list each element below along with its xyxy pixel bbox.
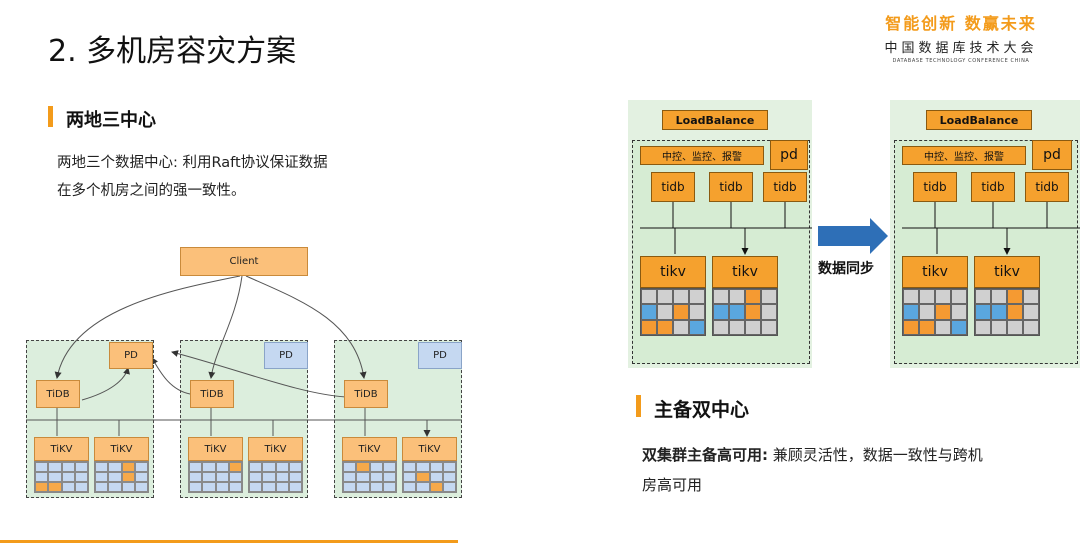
section-title-left: 两地三中心 (66, 110, 156, 131)
tikv-region-grid (342, 461, 397, 493)
tidb-primary-2: tidb (709, 172, 753, 202)
brand-english: DATABASE TECHNOLOGY CONFERENCE CHINA (892, 58, 1030, 64)
tikv-node: TiKV (34, 437, 89, 461)
right-desc-line2: 房高可用 (642, 476, 703, 494)
tikv-region-grid (188, 461, 243, 493)
tikv-node: TiKV (248, 437, 303, 461)
section-marker (48, 106, 53, 127)
tidb-standby-1: tidb (913, 172, 957, 202)
pd-node-2: PD (264, 342, 308, 369)
right-desc-bold: 双集群主备高可用: (642, 446, 768, 464)
tikv-standby-1: tikv (902, 256, 968, 288)
tikv-node: TiKV (402, 437, 457, 461)
client-node: Client (180, 247, 308, 276)
conference-brand: 智能创新 数赢未来 中国数据库技术大会 DATABASE TECHNOLOGY … (876, 10, 1046, 64)
tidb-node-1: TiDB (36, 380, 80, 408)
pd-leader-node: PD (109, 342, 153, 369)
tidb-standby-2: tidb (971, 172, 1015, 202)
tikv-standby-2: tikv (974, 256, 1040, 288)
left-description: 两地三个数据中心: 利用Raft协议保证数据 在多个机房之间的强一致性。 (57, 149, 328, 205)
tikv-primary-1: tikv (640, 256, 706, 288)
tidb-standby-3: tidb (1025, 172, 1069, 202)
tikv-node: TiKV (94, 437, 149, 461)
tidb-node-3: TiDB (344, 380, 388, 408)
left-desc-line1: 两地三个数据中心: 利用Raft协议保证数据 (57, 155, 328, 171)
tikv-region-grid (902, 288, 968, 336)
section-marker (636, 395, 641, 417)
tidb-primary-1: tidb (651, 172, 695, 202)
pd-node-3: PD (418, 342, 462, 369)
tidb-node-2: TiDB (190, 380, 234, 408)
data-sync-label: 数据同步 (818, 261, 874, 277)
tikv-region-grid (402, 461, 457, 493)
footer-accent-bar (0, 540, 458, 543)
pd-primary: pd (770, 140, 808, 170)
tikv-region-grid (712, 288, 778, 336)
tikv-region-grid (248, 461, 303, 493)
tikv-node: TiKV (342, 437, 397, 461)
left-desc-line2: 在多个机房之间的强一致性。 (57, 183, 246, 199)
tikv-region-grid (94, 461, 149, 493)
right-description: 双集群主备高可用: 兼顾灵活性，数据一致性与跨机 房高可用 (642, 440, 983, 500)
tikv-region-grid (974, 288, 1040, 336)
tidb-primary-3: tidb (763, 172, 807, 202)
load-balance-primary: LoadBalance (662, 110, 768, 130)
tikv-node: TiKV (188, 437, 243, 461)
pd-standby: pd (1032, 140, 1072, 170)
brand-name: 中国数据库技术大会 (884, 41, 1038, 56)
tikv-region-grid (640, 288, 706, 336)
tikv-primary-2: tikv (712, 256, 778, 288)
control-monitor-alert-standby: 中控、监控、报警 (902, 146, 1026, 165)
page-title: 2. 多机房容灾方案 (48, 34, 297, 69)
section-title-right: 主备双中心 (654, 399, 750, 421)
load-balance-standby: LoadBalance (926, 110, 1032, 130)
brand-slogan: 智能创新 数赢未来 (885, 14, 1037, 33)
control-monitor-alert-primary: 中控、监控、报警 (640, 146, 764, 165)
tikv-region-grid (34, 461, 89, 493)
right-desc-rest: 兼顾灵活性，数据一致性与跨机 (768, 446, 983, 464)
